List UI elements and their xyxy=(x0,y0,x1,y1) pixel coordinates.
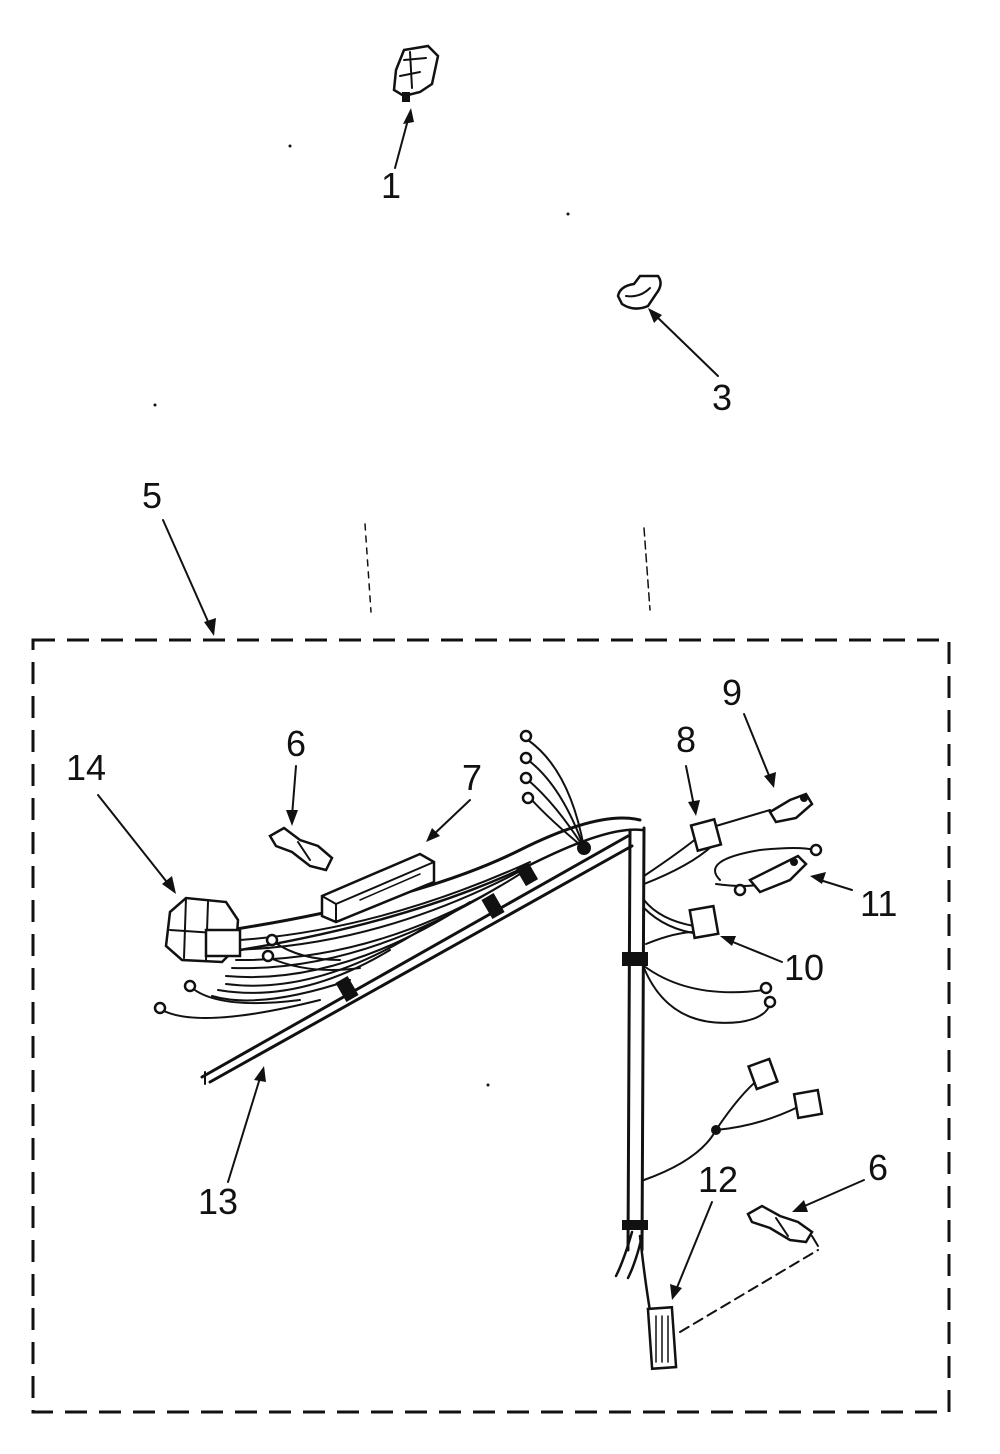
part-12-connector-plug-icon xyxy=(646,1305,678,1371)
callout-10: 10 xyxy=(784,947,824,988)
alignment-line-right xyxy=(643,527,651,611)
leader-12 xyxy=(675,1201,713,1291)
leader-7 xyxy=(431,799,471,837)
leader-14 xyxy=(97,794,171,887)
alignment-line-left xyxy=(364,523,372,613)
leader-10 xyxy=(727,939,783,963)
callout-8: 8 xyxy=(676,719,696,760)
callout-14: 14 xyxy=(66,747,106,788)
harness-kit-boundary xyxy=(31,638,951,1414)
part-9-terminal-icon xyxy=(768,792,814,824)
part-10-connector-icon xyxy=(688,904,720,940)
part-1-switch-icon xyxy=(392,44,440,102)
callout-6-upper: 6 xyxy=(286,723,306,764)
part-14-connector-housing-icon xyxy=(164,896,242,964)
part-3-clip-icon xyxy=(616,274,662,310)
leader-5 xyxy=(162,519,211,627)
callout-7: 7 xyxy=(462,757,482,798)
leader-11 xyxy=(819,879,853,891)
leader-13 xyxy=(227,1077,261,1183)
part-6-terminal-icon-lower xyxy=(746,1204,819,1247)
callout-3: 3 xyxy=(712,377,732,418)
callout-9: 9 xyxy=(722,672,742,713)
wiring-harness xyxy=(153,729,824,1324)
callout-1: 1 xyxy=(381,165,401,206)
leader-6-lower xyxy=(799,1179,865,1209)
leader-12-dashed xyxy=(679,1249,819,1333)
part-8-connector-icon xyxy=(689,809,771,853)
callout-13: 13 xyxy=(198,1181,238,1222)
leader-1 xyxy=(394,115,410,169)
leader-8 xyxy=(685,765,695,807)
part-6-terminal-icon-upper xyxy=(268,826,334,872)
callout-12: 12 xyxy=(698,1159,738,1200)
callout-11: 11 xyxy=(860,883,897,924)
leader-9 xyxy=(743,713,771,779)
part-11-terminal-icon xyxy=(748,854,808,894)
callout-5: 5 xyxy=(142,475,162,516)
leader-3 xyxy=(653,313,719,377)
leader-6-upper xyxy=(291,765,297,817)
callout-6-lower: 6 xyxy=(868,1147,888,1188)
part-7-connector-block-icon xyxy=(320,852,436,924)
